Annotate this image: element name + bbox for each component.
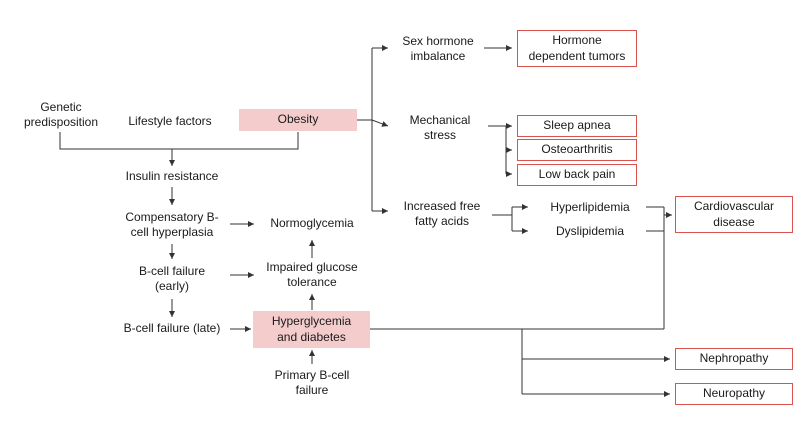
node-lifestyle-factors: Lifestyle factors <box>128 114 212 129</box>
merge-connector <box>59 132 299 150</box>
node-osteoarthritis: Osteoarthritis <box>517 139 637 161</box>
node-hyperlipidemia: Hyperlipidemia <box>550 200 630 215</box>
arrow-to-mechanical-stress <box>371 119 389 127</box>
node-hyperglycemia-diabetes: Hyperglycemia and diabetes <box>253 311 370 348</box>
node-bcell-failure-early: B-cell failure (early) <box>138 263 206 293</box>
node-dyslipidemia: Dyslipidemia <box>555 224 625 239</box>
node-impaired-glucose-tolerance: Impaired glucose tolerance <box>266 259 358 289</box>
node-cardiovascular-disease: Cardiovascular disease <box>675 196 793 233</box>
node-sleep-apnea: Sleep apnea <box>517 115 637 137</box>
node-low-back-pain: Low back pain <box>517 164 637 186</box>
node-primary-bcell-failure: Primary B-cell failure <box>274 367 350 397</box>
node-nephropathy: Nephropathy <box>675 348 793 370</box>
node-compensatory-hyperplasia: Compensatory B- cell hyperplasia <box>125 209 219 239</box>
node-neuropathy: Neuropathy <box>675 383 793 405</box>
node-sex-hormone-imbalance: Sex hormone imbalance <box>402 33 474 63</box>
node-obesity: Obesity <box>239 109 357 131</box>
node-genetic-predisposition: Genetic predisposition <box>23 99 99 129</box>
node-hormone-dependent-tumors: Hormone dependent tumors <box>517 30 637 67</box>
node-increased-free-fatty-acids: Increased free fatty acids <box>403 198 481 228</box>
node-normoglycemia: Normoglycemia <box>270 216 354 231</box>
node-mechanical-stress: Mechanical stress <box>409 112 471 142</box>
node-insulin-resistance: Insulin resistance <box>125 169 219 184</box>
node-bcell-failure-late: B-cell failure (late) <box>123 321 221 336</box>
